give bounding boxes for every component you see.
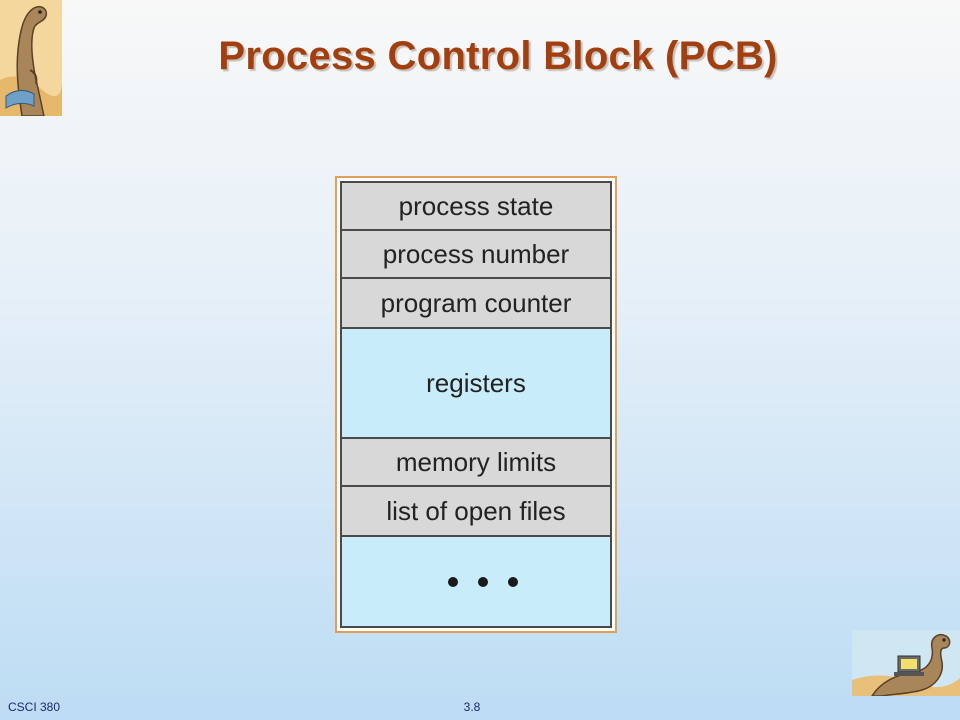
footer-course: CSCI 380	[8, 700, 61, 714]
pcb-field-program-counter: program counter	[342, 279, 610, 329]
pcb-table: process state process number program cou…	[340, 181, 612, 628]
dinosaur-reading-icon	[0, 0, 62, 116]
footer-slide-number: 3.8	[463, 700, 481, 714]
pcb-field-process-number: process number	[342, 231, 610, 279]
pcb-field-registers: registers	[342, 329, 610, 439]
pcb-field-memory-limits: memory limits	[342, 439, 610, 487]
pcb-field-process-state: process state	[342, 183, 610, 231]
slide-title: Process Control Block (PCB)	[218, 34, 778, 78]
dinosaur-computer-icon	[852, 630, 960, 696]
ellipsis-icon	[448, 576, 518, 587]
pcb-field-open-files: list of open files	[342, 487, 610, 537]
pcb-diagram: process state process number program cou…	[335, 176, 617, 633]
pcb-field-more	[342, 537, 610, 626]
